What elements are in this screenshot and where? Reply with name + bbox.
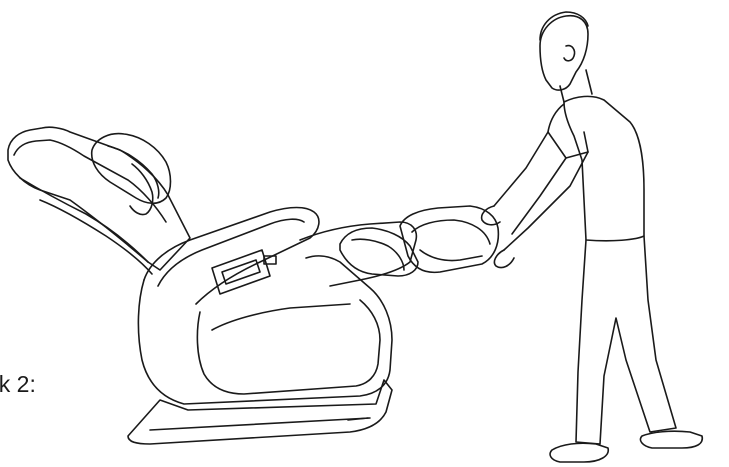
foot-rest-seam [412, 220, 490, 244]
leg-rest-seam [352, 239, 404, 270]
person-arm-lower [512, 158, 566, 234]
person-neck [560, 86, 564, 102]
person-shoe-right [640, 431, 702, 448]
chair-base [128, 380, 392, 444]
person-hand-right [494, 250, 514, 268]
person-trousers [576, 236, 676, 444]
side-panel-recess [212, 304, 350, 330]
person-arm-far [504, 152, 588, 250]
person-head [540, 16, 588, 90]
backrest-inner-rim [14, 140, 166, 222]
foot-rest-inner [420, 250, 482, 261]
person-sleeve [548, 104, 588, 158]
side-panel-inner [197, 300, 380, 394]
armrest-inner [158, 219, 304, 286]
person-shirt [564, 96, 644, 240]
person-ear [564, 46, 575, 61]
person [482, 12, 703, 462]
backrest-outer [8, 127, 190, 270]
person-hand-left [482, 206, 500, 225]
backrest-edge [20, 178, 148, 262]
massage-chair [8, 127, 498, 444]
person-neck-back [586, 70, 592, 94]
foot-rest [400, 206, 498, 272]
person-shoe-left [550, 443, 608, 462]
chair-base-edge [150, 418, 370, 430]
